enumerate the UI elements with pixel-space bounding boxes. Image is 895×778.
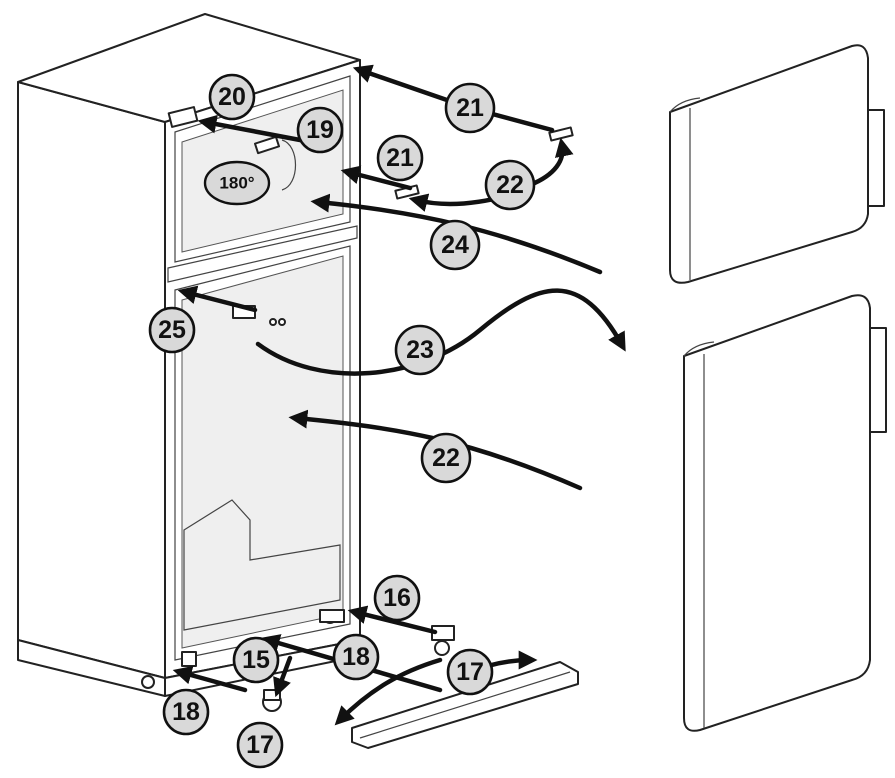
- callout-label: 16: [383, 584, 411, 612]
- hinge-parts: [167, 106, 574, 712]
- callout-17-bottom: 17: [236, 721, 284, 769]
- fridge-door: [683, 294, 887, 732]
- callout-label: 15: [242, 646, 270, 674]
- callout-19: 19: [296, 106, 344, 154]
- callout-label: 17: [456, 658, 484, 686]
- callout-24: 24: [429, 219, 481, 271]
- callout-label: 20: [218, 83, 246, 111]
- callout-18-center: 18: [332, 633, 380, 681]
- callout-16: 16: [373, 574, 421, 622]
- callout-17-right: 17: [446, 648, 494, 696]
- callout-20: 20: [208, 73, 256, 121]
- freezer-door: [669, 44, 885, 284]
- callout-21-top: 21: [444, 82, 496, 134]
- callout-label: 24: [441, 231, 469, 259]
- callout-25: 25: [148, 306, 196, 354]
- callout-15: 15: [232, 636, 280, 684]
- callout-label: 25: [158, 316, 186, 344]
- callout-21-middle: 21: [376, 134, 424, 182]
- rotation-badge: 180°: [203, 160, 271, 206]
- callout-label: 18: [172, 698, 200, 726]
- callout-label: 21: [386, 144, 414, 172]
- callout-22-lower: 22: [420, 432, 472, 484]
- callout-label: 22: [432, 444, 460, 472]
- callout-label: 21: [456, 94, 484, 122]
- callout-label: 22: [496, 171, 524, 199]
- callout-label: 18: [342, 643, 370, 671]
- callout-label: 17: [246, 731, 274, 759]
- rotation-label: 180°: [219, 174, 254, 193]
- callout-18-left: 18: [162, 688, 210, 736]
- callout-label: 23: [406, 336, 434, 364]
- callout-22-top: 22: [484, 159, 536, 211]
- callout-23: 23: [394, 324, 446, 376]
- callout-label: 19: [306, 116, 334, 144]
- base-grille: [351, 661, 579, 749]
